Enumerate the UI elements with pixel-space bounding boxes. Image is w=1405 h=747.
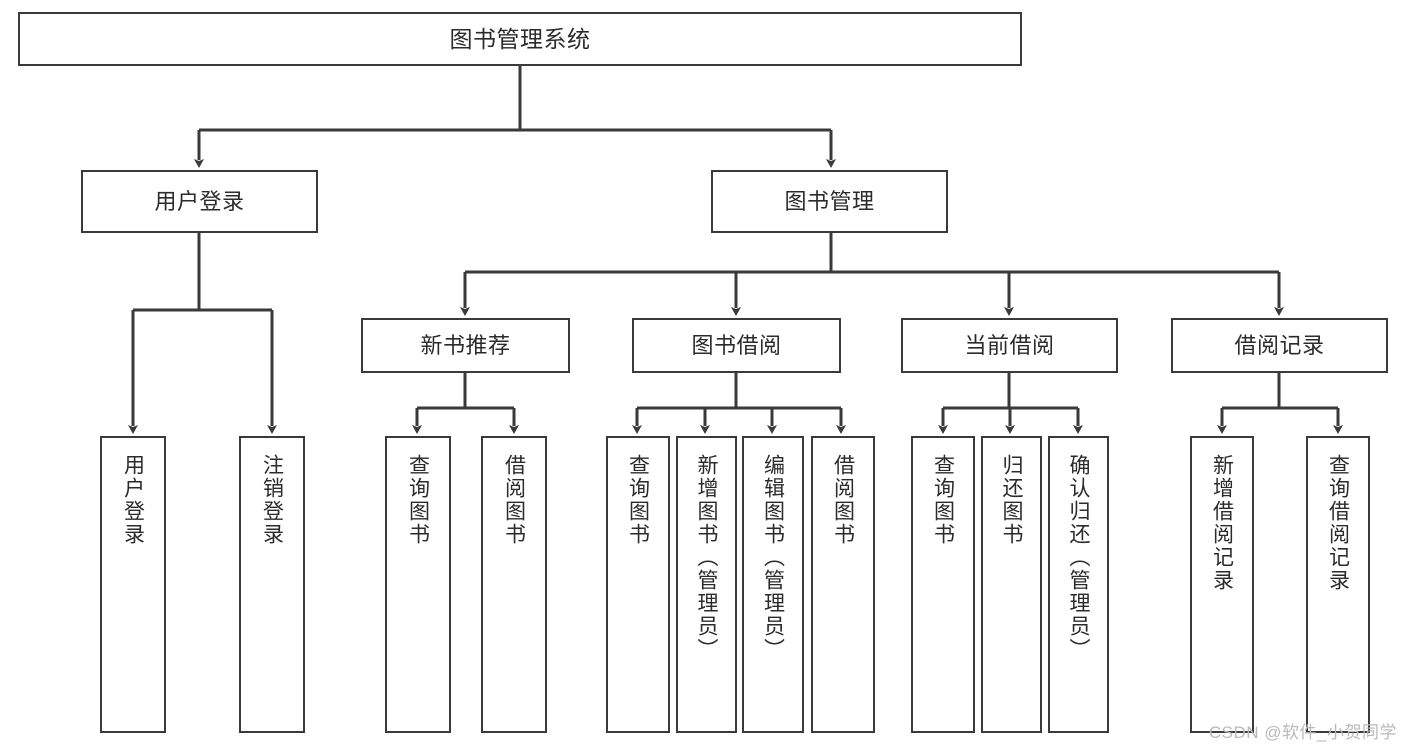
node-label: 注销登录 — [260, 454, 284, 546]
node-current-borrow[interactable]: 当前借阅 — [901, 318, 1118, 373]
node-book-borrow[interactable]: 图书借阅 — [632, 318, 841, 373]
node-label: 归还图书 — [1000, 454, 1023, 546]
node-label: 确认归还（管理员） — [1067, 454, 1090, 661]
leaf-book-borrow-query-book[interactable]: 查询图书 — [606, 436, 670, 733]
node-label: 查询图书 — [931, 454, 955, 546]
leaf-book-borrow-add-book-admin[interactable]: 新增图书（管理员） — [676, 436, 737, 733]
node-label: 新增借阅记录 — [1210, 454, 1234, 592]
node-label: 当前借阅 — [964, 332, 1055, 358]
node-label: 借阅图书 — [831, 454, 855, 546]
node-label: 新增图书（管理员） — [695, 454, 718, 661]
leaf-book-borrow-edit-book-admin[interactable]: 编辑图书（管理员） — [742, 436, 804, 733]
node-label: 借阅图书 — [502, 454, 526, 546]
node-label: 查询借阅记录 — [1326, 454, 1350, 592]
node-root-book-management-system[interactable]: 图书管理系统 — [18, 12, 1022, 66]
node-new-book-recommend[interactable]: 新书推荐 — [361, 318, 570, 373]
node-label: 查询图书 — [626, 454, 650, 546]
leaf-new-book-borrow-book[interactable]: 借阅图书 — [481, 436, 547, 733]
node-user-login[interactable]: 用户登录 — [81, 170, 318, 233]
node-label: 图书管理 — [784, 188, 875, 214]
leaf-current-borrow-confirm-return-admin[interactable]: 确认归还（管理员） — [1048, 436, 1109, 733]
leaf-user-login-login[interactable]: 用户登录 — [100, 436, 166, 733]
node-label: 图书借阅 — [691, 332, 782, 358]
leaf-book-borrow-borrow-book[interactable]: 借阅图书 — [811, 436, 875, 733]
leaf-borrow-record-query-record[interactable]: 查询借阅记录 — [1306, 436, 1370, 733]
leaf-current-borrow-query-book[interactable]: 查询图书 — [911, 436, 975, 733]
node-label: 图书管理系统 — [449, 25, 591, 52]
leaf-borrow-record-add-record[interactable]: 新增借阅记录 — [1190, 436, 1254, 733]
leaf-user-login-logout[interactable]: 注销登录 — [239, 436, 305, 733]
node-book-management[interactable]: 图书管理 — [711, 170, 948, 233]
node-label: 用户登录 — [154, 188, 245, 214]
node-borrow-record[interactable]: 借阅记录 — [1171, 318, 1388, 373]
leaf-current-borrow-return-book[interactable]: 归还图书 — [981, 436, 1042, 733]
node-label: 用户登录 — [121, 454, 145, 546]
node-label: 新书推荐 — [420, 332, 511, 358]
leaf-new-book-query-book[interactable]: 查询图书 — [385, 436, 451, 733]
node-label: 借阅记录 — [1234, 332, 1325, 358]
node-label: 查询图书 — [406, 454, 430, 546]
node-label: 编辑图书（管理员） — [761, 454, 785, 661]
